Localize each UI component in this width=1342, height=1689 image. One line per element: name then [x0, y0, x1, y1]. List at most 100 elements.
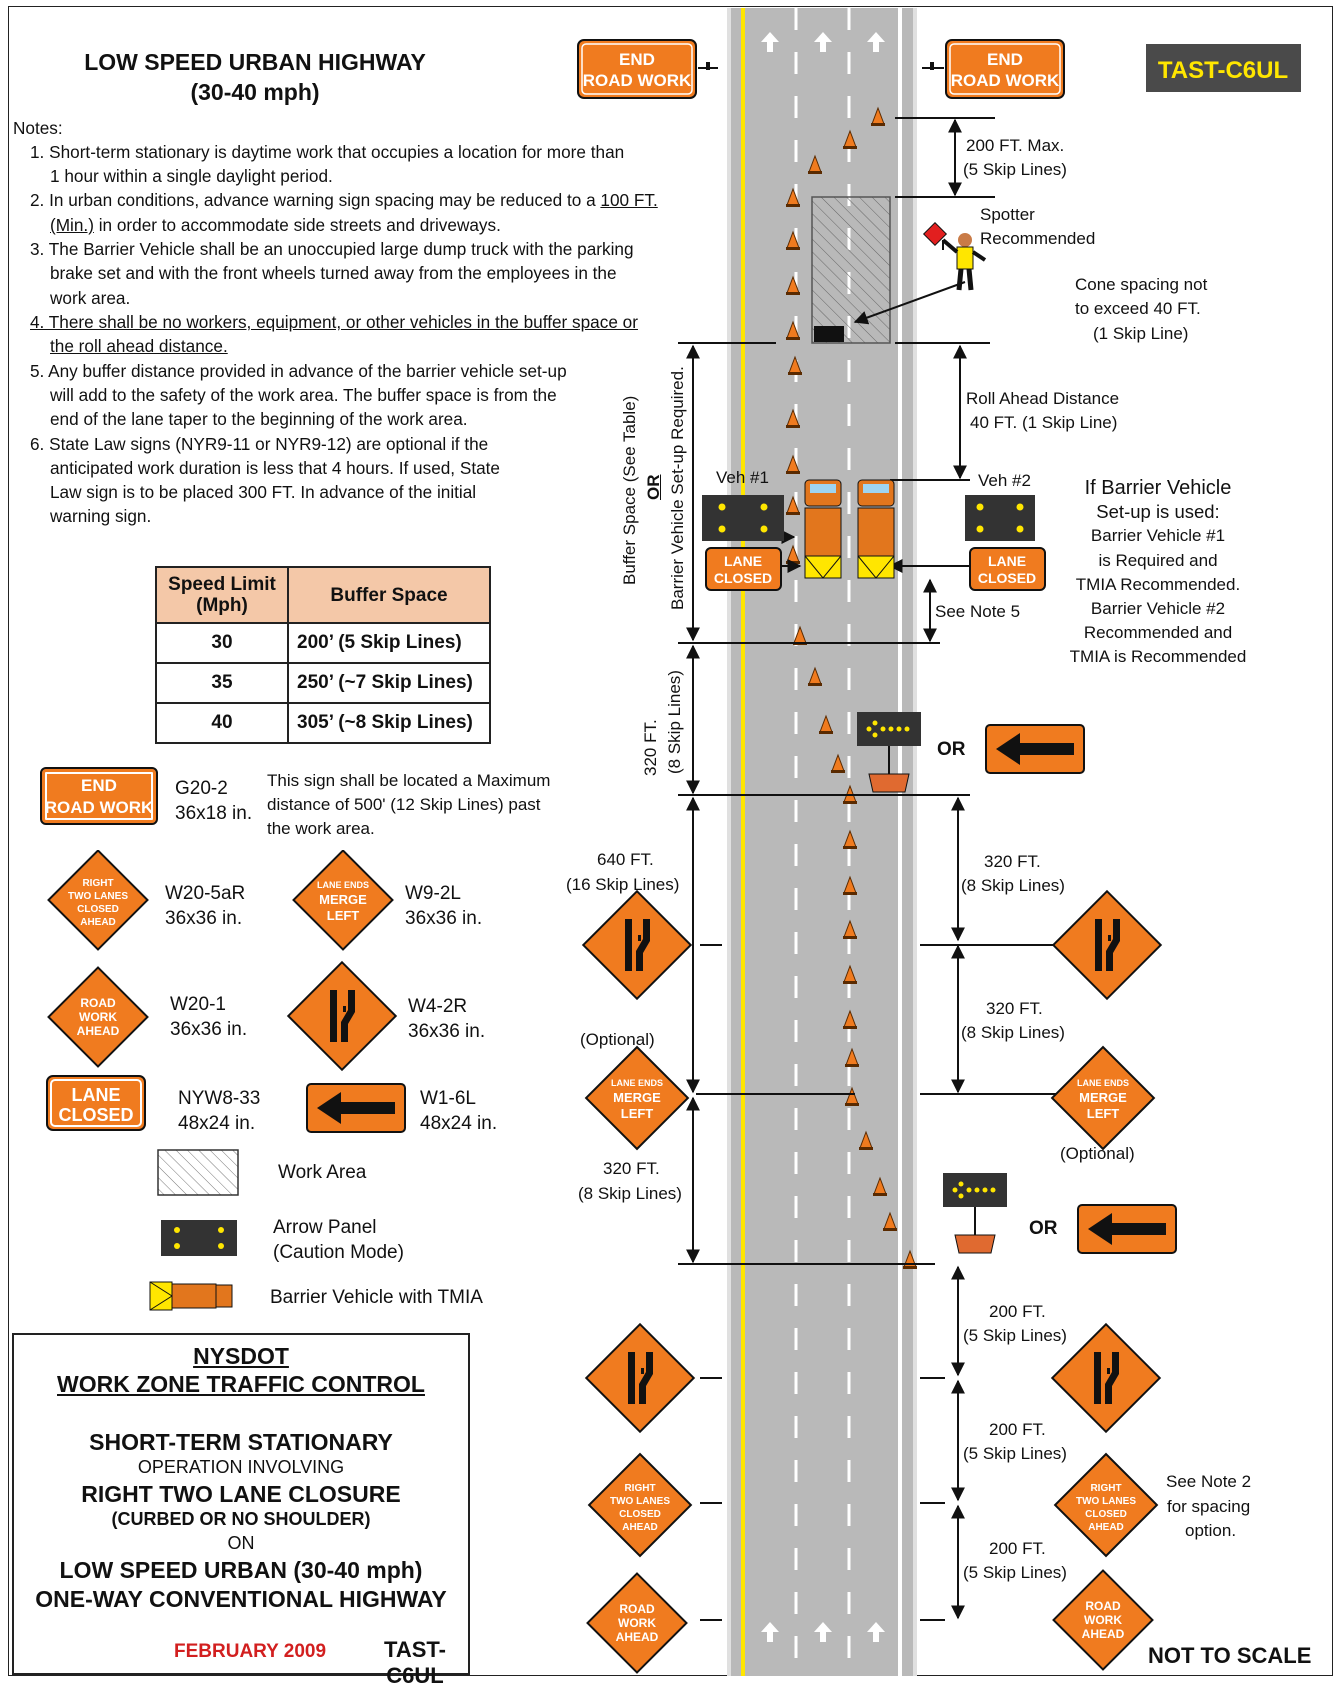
- legend-w9-2l-code: W9-2L: [405, 883, 461, 904]
- notes-heading: Notes:: [13, 118, 63, 138]
- traffic-cone-base: [843, 146, 857, 149]
- table-cell: 35: [155, 662, 289, 704]
- note-line: If Barrier Vehicle: [1084, 477, 1232, 499]
- note-line: warning sign.: [50, 506, 152, 526]
- dimension-lines: [678, 117, 1060, 1620]
- traffic-cone-base: [788, 372, 802, 375]
- cone-spacing-note: to exceed 40 FT.: [1075, 299, 1201, 318]
- note-line: 5. Any buffer distance provided in advan…: [30, 361, 567, 381]
- sign-text: LANE ENDS: [611, 1078, 663, 1088]
- legend-g20-size: 36x18 in.: [175, 803, 253, 824]
- note-line: anticipated work duration is less that 4…: [50, 458, 500, 478]
- legend-left-arrow-sign: [306, 1083, 406, 1133]
- dim-320-a: (8 Skip Lines): [961, 876, 1065, 895]
- road-work-ahead-sign-right: ROAD WORK AHEAD: [1052, 1569, 1154, 1671]
- note-line: TMIA Recommended.: [1075, 574, 1241, 594]
- title-line-1: LOW SPEED URBAN HIGHWAY: [84, 49, 426, 75]
- traffic-cone-base: [843, 801, 857, 804]
- table-cell: 200’ (5 Skip Lines): [287, 622, 491, 664]
- left-arrow-sign-lower: [1077, 1204, 1177, 1254]
- note-text: 2. In urban conditions, advance warning …: [30, 190, 596, 210]
- dim-640: 640 FT.: [597, 850, 654, 869]
- note-line: work area.: [50, 288, 131, 308]
- legend-arrow-panel-label: (Caution Mode): [273, 1242, 404, 1263]
- legend-lane-closed-sign: LANE CLOSED: [46, 1075, 146, 1131]
- vertical-text: (8 Skip Lines): [665, 670, 684, 774]
- dim-200-b: (5 Skip Lines): [963, 1444, 1067, 1463]
- sign-text: AHEAD: [1088, 1522, 1124, 1533]
- page-frame: [8, 6, 1333, 1676]
- sign-text: CLOSED: [1085, 1509, 1127, 1520]
- sign-text: CLOSED: [978, 570, 1036, 586]
- dim-200-c: 200 FT.: [989, 1539, 1046, 1558]
- legend-g20-desc: the work area.: [267, 819, 375, 838]
- note-line: Set-up is used:: [1096, 501, 1220, 523]
- dim-200-a: 200 FT.: [989, 1302, 1046, 1321]
- dim-200-b: 200 FT.: [989, 1420, 1046, 1439]
- note-line: Barrier Vehicle #2: [1090, 599, 1226, 619]
- note-line: Law sign is to be placed 300 FT. In adva…: [50, 482, 477, 502]
- cone-group: [786, 106, 917, 1269]
- legend-w1-6l-size: 48x24 in.: [420, 1113, 498, 1134]
- legend-w20-5ar-code: W20-5aR: [165, 883, 246, 904]
- vertical-text: 320 FT.: [641, 719, 660, 776]
- traffic-cone-base: [873, 1193, 887, 1196]
- sign-text: TWO LANES: [68, 891, 128, 902]
- lane-reduction-sign: [1050, 1322, 1162, 1434]
- note-line: (Min.) in order to accommodate side stre…: [50, 213, 501, 238]
- traffic-cone-base: [843, 892, 857, 895]
- sign-text: AHEAD: [1082, 1627, 1125, 1641]
- legend-lane-reduction-sign: [286, 960, 398, 1072]
- sign-text: ROAD: [1085, 1599, 1121, 1613]
- roll-ahead-label: 40 FT. (1 Skip Line): [970, 413, 1118, 432]
- note-line: Barrier Vehicle #1: [1090, 526, 1226, 546]
- legend-graphics: RIGHT TWO LANES CLOSED AHEAD LANE ENDS M…: [46, 850, 406, 1311]
- title-block-line: OPERATION INVOLVING: [137, 1457, 345, 1477]
- lane-closed-sign-left: LANE CLOSED: [705, 547, 782, 591]
- table-cell: 40: [155, 702, 289, 744]
- note-line: brake set and with the front wheels turn…: [50, 263, 617, 283]
- dim-640: (16 Skip Lines): [566, 875, 680, 894]
- note-line: 2. In urban conditions, advance warning …: [30, 188, 658, 213]
- see-note-5: See Note 5: [935, 602, 1021, 621]
- veh1-label: Veh #1: [716, 468, 769, 487]
- spotter-label: Spotter: [980, 205, 1035, 224]
- sign-text: ROAD WORK: [44, 798, 154, 817]
- sign-text: CLOSED: [58, 1105, 133, 1125]
- sign-text: END: [619, 50, 655, 69]
- legend-w1-6l-code: W1-6L: [420, 1088, 476, 1109]
- traffic-cone-base: [845, 1064, 859, 1067]
- table-header-speed: Speed Limit(Mph): [155, 566, 289, 624]
- sign-text: TWO LANES: [610, 1496, 670, 1507]
- traffic-cone-base: [786, 512, 800, 515]
- header-text: Speed Limit: [168, 574, 276, 595]
- sign-text: RIGHT: [624, 1483, 655, 1494]
- dim-320-b: 320 FT.: [986, 999, 1043, 1018]
- sign-text: AHEAD: [622, 1522, 658, 1533]
- sign-text: LEFT: [621, 1106, 654, 1121]
- traffic-cone-base: [843, 981, 857, 984]
- legend-right-two-lanes-sign: RIGHT TWO LANES CLOSED AHEAD: [47, 850, 149, 951]
- legend-w20-1-code: W20-1: [170, 994, 226, 1015]
- title-line-2: (30-40 mph): [190, 79, 320, 105]
- dim-320-c: 320 FT.: [603, 1159, 660, 1178]
- legend-w4-2r-size: 36x36 in.: [408, 1021, 486, 1042]
- traffic-cone-base: [808, 171, 822, 174]
- sign-text: CLOSED: [714, 570, 772, 586]
- note-line: is Required and: [1098, 550, 1218, 570]
- sign-posts: [700, 944, 945, 1621]
- legend-road-work-ahead-sign: ROAD WORK AHEAD: [47, 966, 149, 1068]
- note-line: Recommended and: [1083, 623, 1233, 643]
- traffic-cone-base: [786, 425, 800, 428]
- sign-text: ROAD WORK: [583, 71, 692, 90]
- sign-text: MERGE: [1079, 1090, 1127, 1105]
- traffic-cone-base: [843, 936, 857, 939]
- sign-text: LANE: [988, 553, 1026, 569]
- header-text: (Mph): [196, 595, 248, 616]
- barrier-vehicle-2: [857, 479, 895, 579]
- end-road-work-sign-right: END ROAD WORK: [945, 39, 1065, 99]
- legend-g20-desc: distance of 500' (12 Skip Lines) past: [267, 795, 541, 814]
